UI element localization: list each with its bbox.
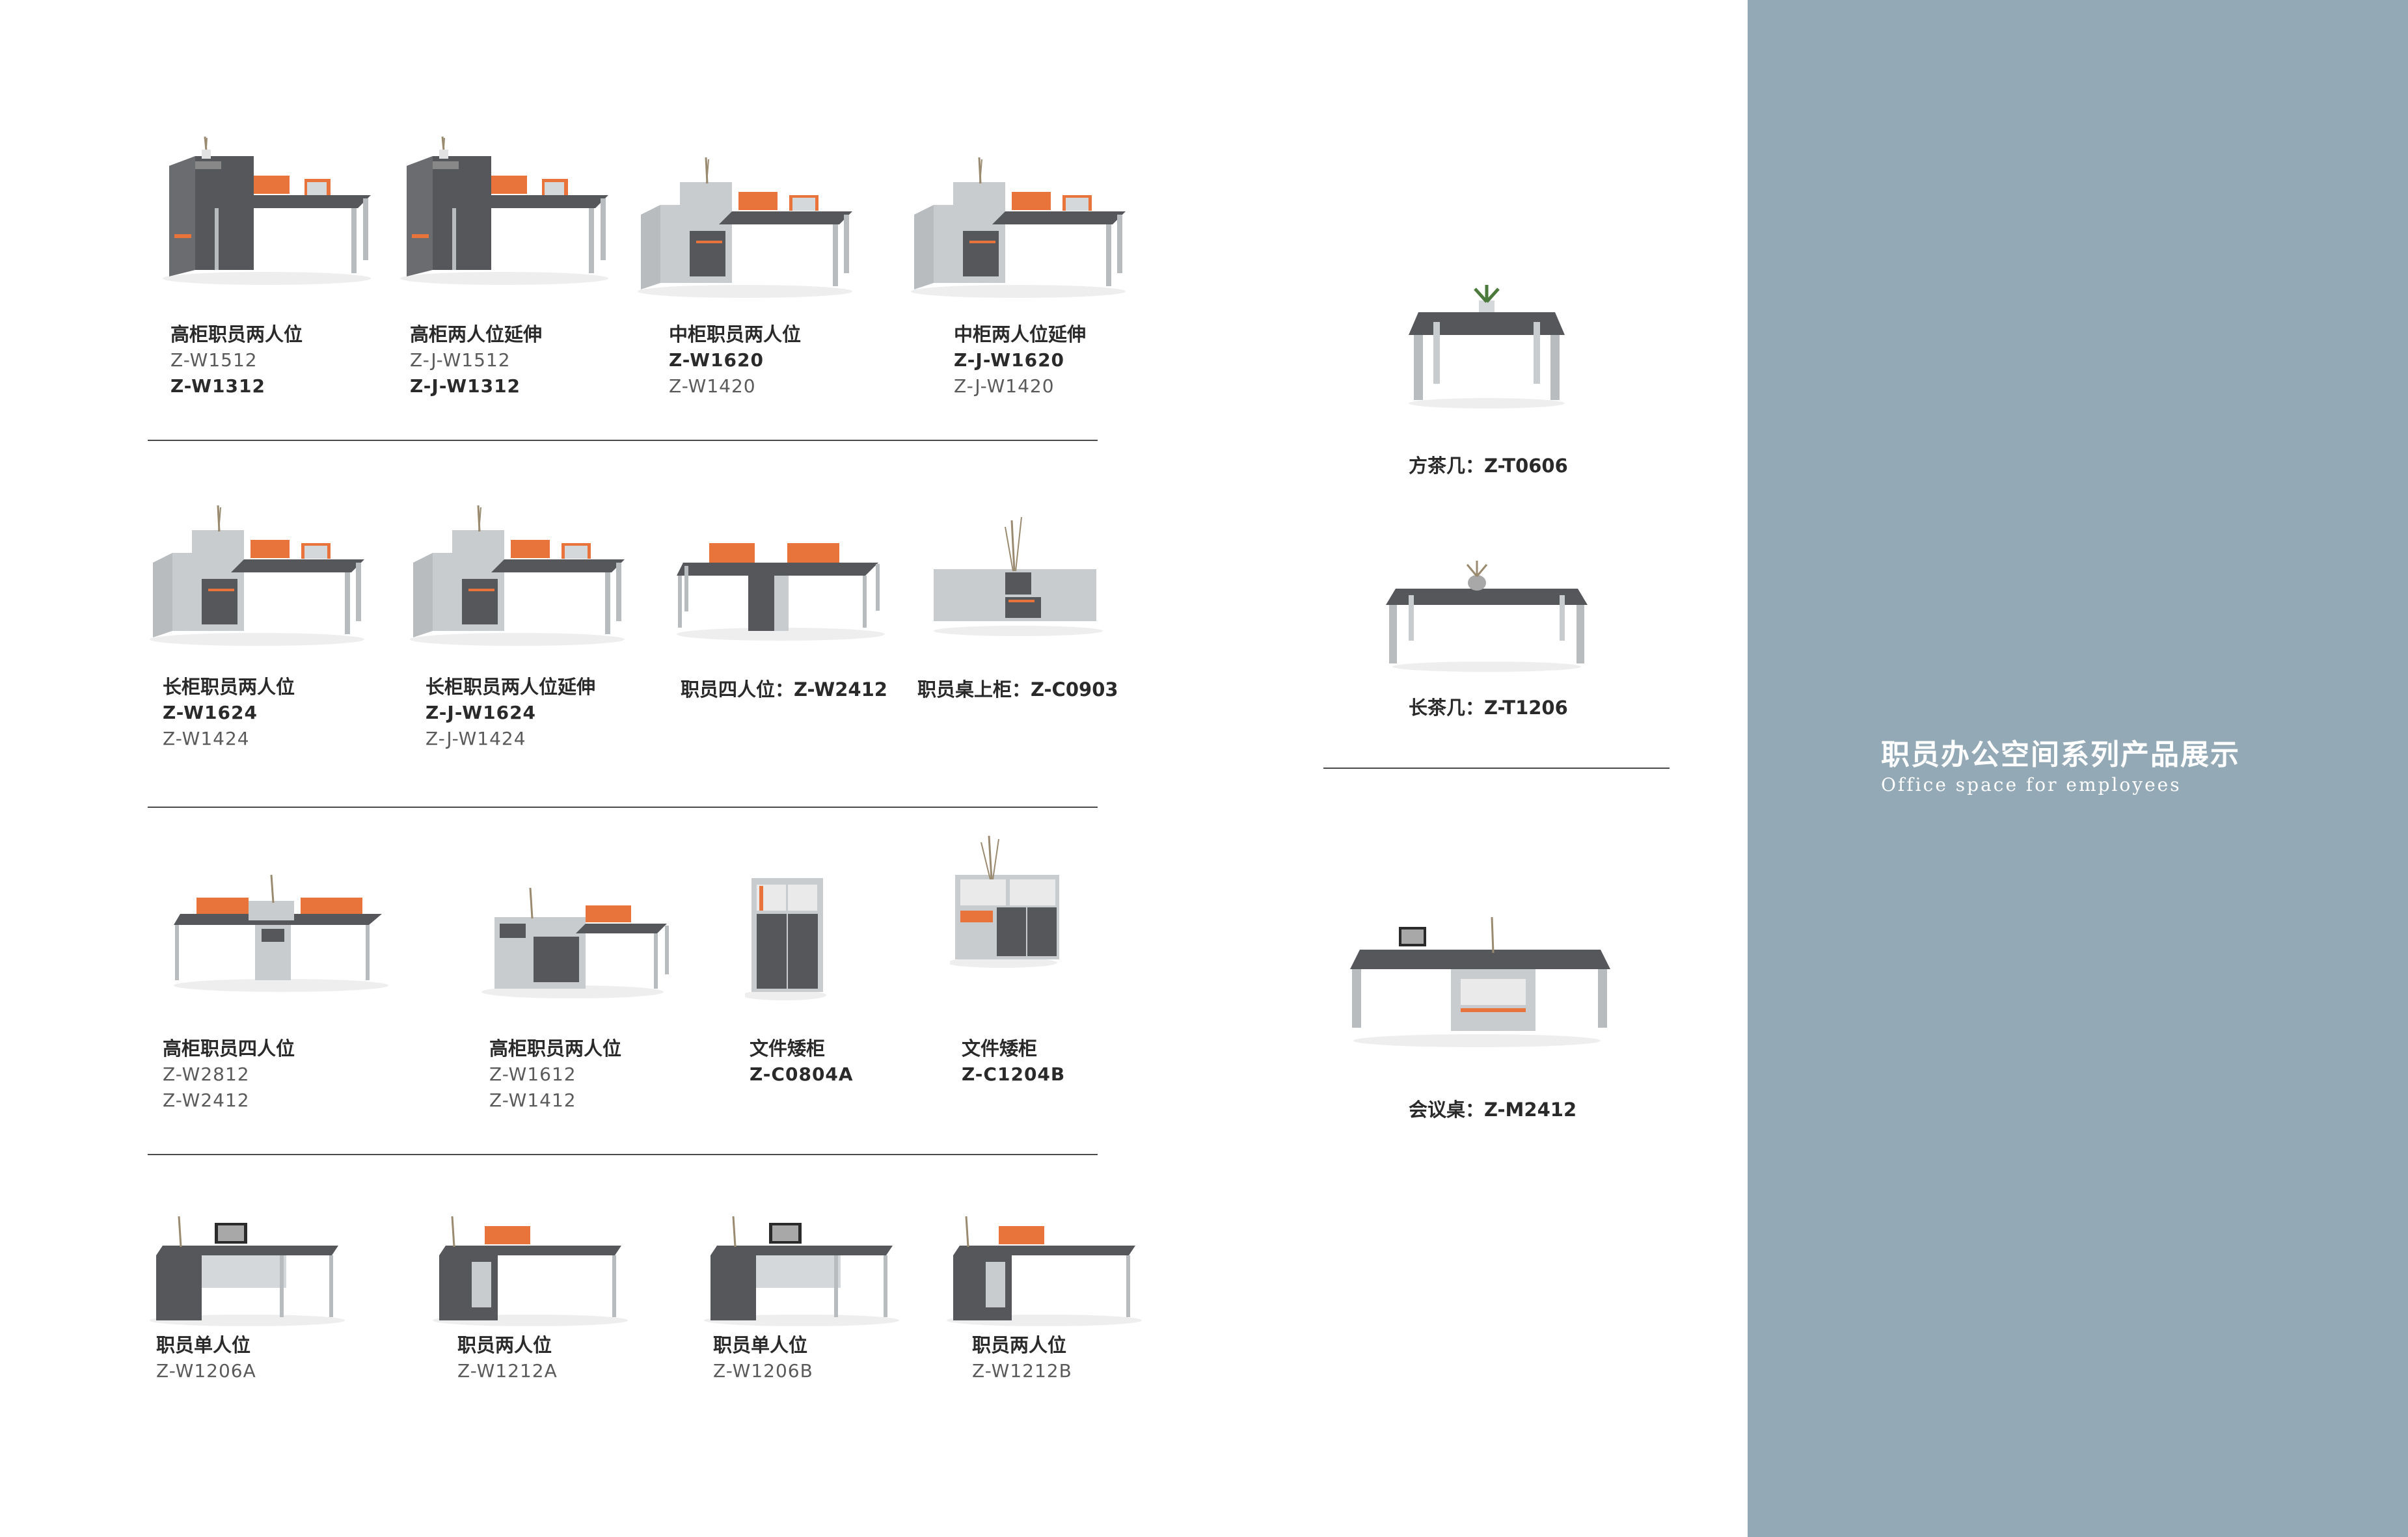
product-caption: 职员单人位 Z-W1206A: [156, 1332, 256, 1384]
product-name: 中柜两人位延伸: [954, 323, 1087, 345]
product-image-file-cabinet-a: [745, 859, 836, 1002]
product-image-square-tea-table: [1389, 260, 1584, 416]
product-name: 职员单人位: [713, 1334, 808, 1356]
product-caption: 高柜两人位延伸 Z-J-W1512 Z-J-W1312: [410, 321, 542, 399]
product-caption: 职员四人位：Z-W2412: [681, 676, 887, 706]
product-image-mid-two: [634, 143, 856, 299]
product-caption: 职员两人位 Z-W1212B: [972, 1332, 1072, 1384]
product-name: 高柜职员两人位: [170, 323, 303, 345]
page-title: 职员办公空间系列产品展示: [1881, 738, 2240, 771]
product-caption: 中柜职员两人位 Z-W1620 Z-W1420: [669, 321, 801, 399]
product-image-tall-two-compact: [468, 859, 677, 1002]
product-code: Z-W1612: [489, 1063, 576, 1085]
product-label: 长茶几：Z-T1206: [1409, 697, 1568, 719]
product-name: 中柜职员两人位: [669, 323, 802, 345]
product-code: Z-J-W1420: [954, 375, 1055, 397]
product-image-meeting-table: [1347, 891, 1620, 1054]
product-image-mid-two-ext: [908, 143, 1129, 299]
product-name: 职员两人位: [972, 1334, 1067, 1356]
product-caption: 长柜职员两人位延伸 Z-J-W1624 Z-J-W1424: [426, 674, 595, 752]
product-code: Z-J-W1620: [954, 349, 1065, 371]
product-image-two-b: [947, 1184, 1142, 1327]
product-caption: 会议桌：Z-M2412: [1409, 1097, 1576, 1126]
product-label: 职员桌上柜：Z-C0903: [917, 678, 1118, 701]
product-caption: 方茶几：Z-T0606: [1409, 453, 1568, 482]
product-code: Z-C0804A: [750, 1063, 854, 1085]
product-name: 高柜职员四人位: [163, 1037, 295, 1060]
product-image-single-a: [150, 1184, 345, 1327]
product-image-tall-two: [156, 130, 377, 286]
product-code: Z-W1212A: [457, 1360, 558, 1382]
product-caption: 职员桌上柜：Z-C0903: [917, 676, 1118, 706]
product-code: Z-W1412: [489, 1089, 576, 1111]
side-panel: 职员办公空间系列产品展示 Office space for employees: [1748, 0, 2408, 1537]
product-code: Z-W1212B: [972, 1360, 1072, 1382]
product-code: Z-W2412: [163, 1089, 250, 1111]
product-name: 文件矮柜: [750, 1037, 826, 1060]
product-code: Z-W1424: [163, 728, 250, 749]
product-code: Z-J-W1424: [426, 728, 526, 749]
product-caption: 职员单人位 Z-W1206B: [713, 1332, 813, 1384]
product-image-tall-two-ext: [394, 130, 615, 286]
product-code: Z-W1512: [170, 349, 258, 371]
product-name: 高柜两人位延伸: [410, 323, 543, 345]
product-image-long-two-ext: [407, 491, 628, 647]
product-image-long-tea-table: [1383, 527, 1591, 676]
product-code: Z-W1206B: [713, 1360, 813, 1382]
side-divider: [1323, 768, 1670, 769]
product-label: 方茶几：Z-T0606: [1409, 455, 1568, 477]
product-code: Z-W1620: [669, 349, 764, 371]
product-code: Z-W1420: [669, 375, 756, 397]
product-name: 文件矮柜: [962, 1037, 1038, 1060]
product-name: 长柜职员两人位: [163, 676, 295, 698]
product-name: 职员两人位: [457, 1334, 552, 1356]
product-label: 会议桌：Z-M2412: [1409, 1099, 1577, 1121]
product-image-top-cabinet: [908, 501, 1129, 644]
product-code: Z-C1204B: [962, 1063, 1066, 1085]
product-image-four: [670, 504, 891, 647]
product-code: Z-W1206A: [156, 1360, 256, 1382]
product-caption: 高柜职员四人位 Z-W2812 Z-W2412: [163, 1036, 295, 1114]
product-code: Z-W2812: [163, 1063, 250, 1085]
product-name: 职员单人位: [156, 1334, 251, 1356]
row-divider: [148, 1154, 1098, 1155]
product-name: 高柜职员两人位: [489, 1037, 622, 1060]
product-name: 长柜职员两人位延伸: [426, 676, 596, 698]
product-image-two-a: [433, 1184, 628, 1327]
product-caption: 长柜职员两人位 Z-W1624 Z-W1424: [163, 674, 295, 752]
product-image-single-b: [704, 1184, 899, 1327]
product-caption: 文件矮柜 Z-C1204B: [962, 1036, 1065, 1088]
product-image-tall-four: [170, 852, 392, 995]
row-divider: [148, 440, 1098, 441]
product-label: 职员四人位：Z-W2412: [681, 678, 887, 701]
product-code: Z-W1624: [163, 702, 258, 723]
product-caption: 高柜职员两人位 Z-W1612 Z-W1412: [489, 1036, 621, 1114]
product-caption: 中柜两人位延伸 Z-J-W1620 Z-J-W1420: [954, 321, 1086, 399]
product-caption: 文件矮柜 Z-C0804A: [750, 1036, 854, 1088]
row-divider: [148, 807, 1098, 808]
product-code: Z-W1312: [170, 375, 265, 397]
product-code: Z-J-W1512: [410, 349, 511, 371]
product-caption: 高柜职员两人位 Z-W1512 Z-W1312: [170, 321, 303, 399]
page-subtitle: Office space for employees: [1881, 774, 2182, 795]
product-code: Z-J-W1312: [410, 375, 521, 397]
product-image-file-cabinet-b: [950, 826, 1067, 969]
product-image-long-two: [146, 491, 368, 647]
product-code: Z-J-W1624: [426, 702, 537, 723]
product-caption: 长茶几：Z-T1206: [1409, 695, 1568, 724]
product-caption: 职员两人位 Z-W1212A: [457, 1332, 558, 1384]
